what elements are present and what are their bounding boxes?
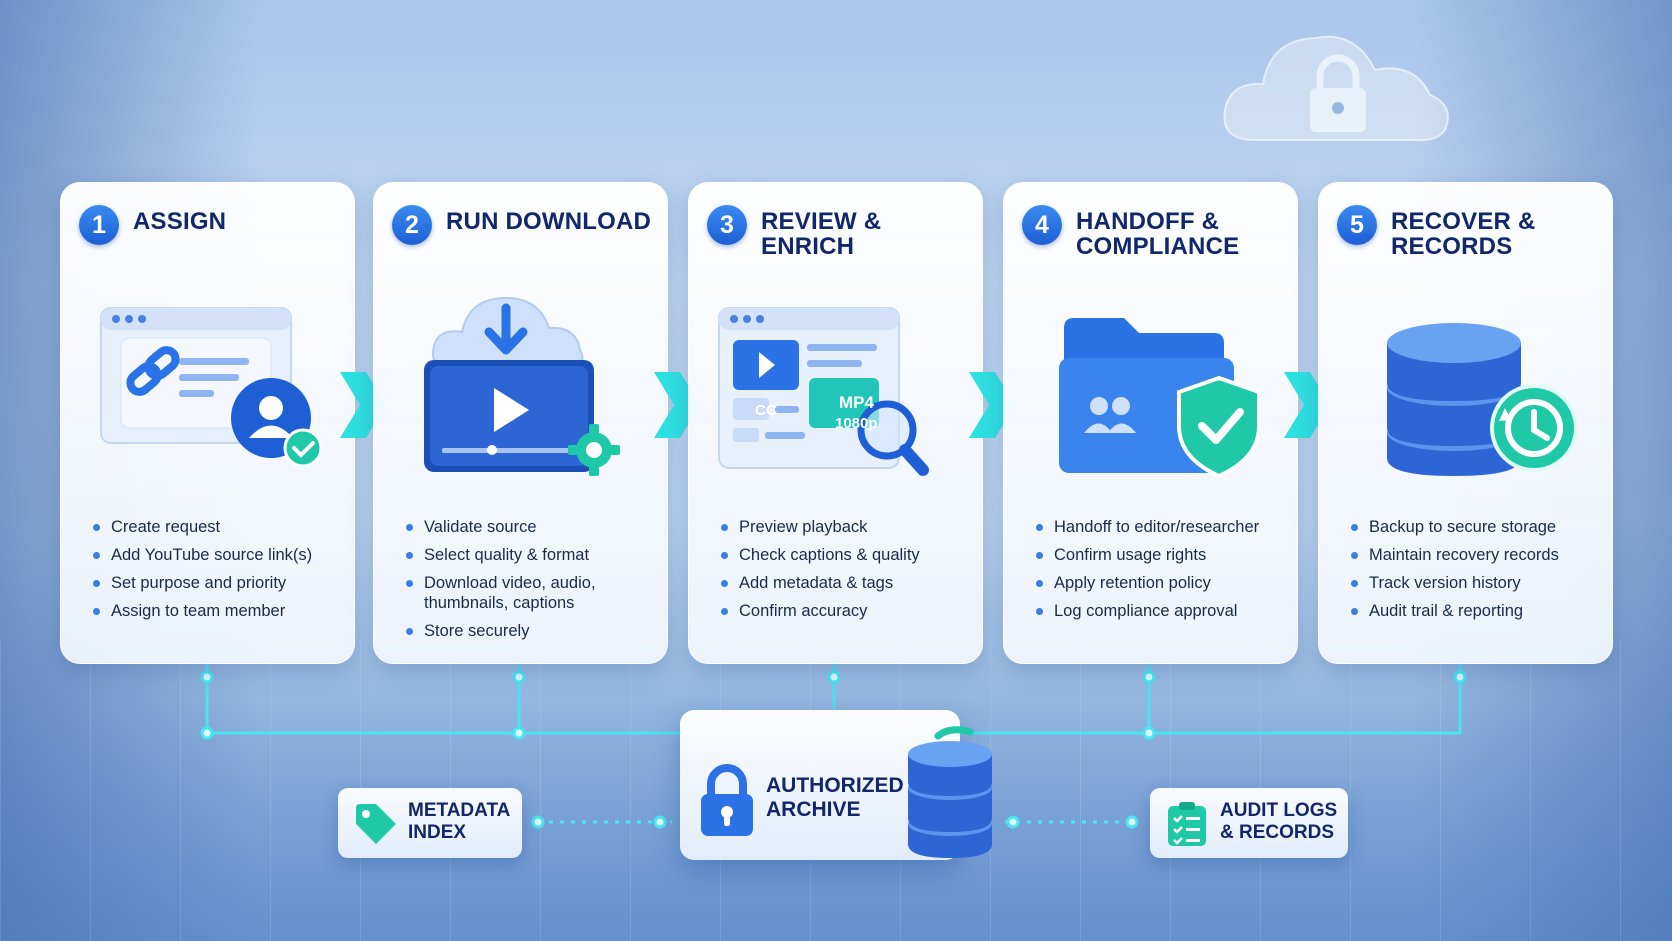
list-item: Log compliance approval xyxy=(1034,601,1289,621)
clipboard-checklist-icon xyxy=(1168,802,1206,846)
list-item: Track version history xyxy=(1349,573,1604,593)
audit-logs-box: AUDIT LOGS & RECORDS xyxy=(1150,788,1348,858)
list-item: Maintain recovery records xyxy=(1349,545,1604,565)
step-bullet-list: Handoff to editor/researcher Confirm usa… xyxy=(1034,517,1289,629)
metadata-index-label: METADATA INDEX xyxy=(408,800,510,843)
list-item: Create request xyxy=(91,517,346,537)
list-item: Store securely xyxy=(404,621,659,641)
step-card-review-enrich: 3 REVIEW & ENRICH MP4 1080p CC Preview p… xyxy=(688,182,983,664)
list-item: Add YouTube source link(s) xyxy=(91,545,346,565)
step-title: RECOVER & RECORDS xyxy=(1391,208,1536,260)
step-card-handoff-compliance: 4 HANDOFF & COMPLIANCE Handoff to editor… xyxy=(1003,182,1298,664)
list-item: Assign to team member xyxy=(91,601,346,621)
database-history-icon xyxy=(1387,323,1578,476)
list-item: Confirm accuracy xyxy=(719,601,974,621)
review-magnifier-icon xyxy=(718,307,929,476)
step-bullet-list: Backup to secure storage Maintain recove… xyxy=(1349,517,1604,629)
archive-label: AUTHORIZED ARCHIVE xyxy=(766,774,904,821)
audit-logs-label: AUDIT LOGS & RECORDS xyxy=(1220,800,1338,843)
step-number-badge: 1 xyxy=(79,205,119,245)
step-number-badge: 4 xyxy=(1022,205,1062,245)
step-card-recover-records: 5 RECOVER & RECORDS Backup to secure sto… xyxy=(1318,182,1613,664)
step-bullet-list: Validate source Select quality & format … xyxy=(404,517,659,649)
lock-icon xyxy=(701,764,753,836)
list-item: Add metadata & tags xyxy=(719,573,974,593)
format-badge: MP4 xyxy=(839,393,874,412)
list-item: Select quality & format xyxy=(404,545,659,565)
cloud-download-video-icon xyxy=(424,296,620,476)
link-user-icon xyxy=(100,307,323,468)
metadata-index-box: METADATA INDEX xyxy=(338,788,522,858)
step-number-badge: 2 xyxy=(392,205,432,245)
list-item: Validate source xyxy=(404,517,659,537)
step-bullet-list: Preview playback Check captions & qualit… xyxy=(719,517,974,629)
archive-database-icon xyxy=(908,726,992,858)
list-item: Apply retention policy xyxy=(1034,573,1289,593)
step-card-assign: 1 ASSIGN Create request Add YouTube sour… xyxy=(60,182,355,664)
captions-badge: CC xyxy=(755,402,777,419)
step-number-badge: 3 xyxy=(707,205,747,245)
step-title: HANDOFF & COMPLIANCE xyxy=(1076,208,1240,260)
list-item: Download video, audio, thumbnails, capti… xyxy=(404,573,659,613)
list-item: Confirm usage rights xyxy=(1034,545,1289,565)
list-item: Audit trail & reporting xyxy=(1349,601,1604,621)
step-bullet-list: Create request Add YouTube source link(s… xyxy=(91,517,346,629)
step-number-badge: 5 xyxy=(1337,205,1377,245)
list-item: Preview playback xyxy=(719,517,974,537)
cloud-lock-icon xyxy=(1223,35,1449,142)
list-item: Set purpose and priority xyxy=(91,573,346,593)
step-title: ASSIGN xyxy=(133,208,227,235)
step-card-run-download: 2 RUN DOWNLOAD Validate source Select qu… xyxy=(373,182,668,664)
list-item: Backup to secure storage xyxy=(1349,517,1604,537)
step-title: RUN DOWNLOAD xyxy=(446,208,652,235)
folder-shield-icon xyxy=(1059,318,1261,479)
quality-badge: 1080p xyxy=(835,415,878,432)
tag-icon xyxy=(356,804,396,844)
list-item: Handoff to editor/researcher xyxy=(1034,517,1289,537)
list-item: Check captions & quality xyxy=(719,545,974,565)
step-title: REVIEW & ENRICH xyxy=(761,208,882,260)
